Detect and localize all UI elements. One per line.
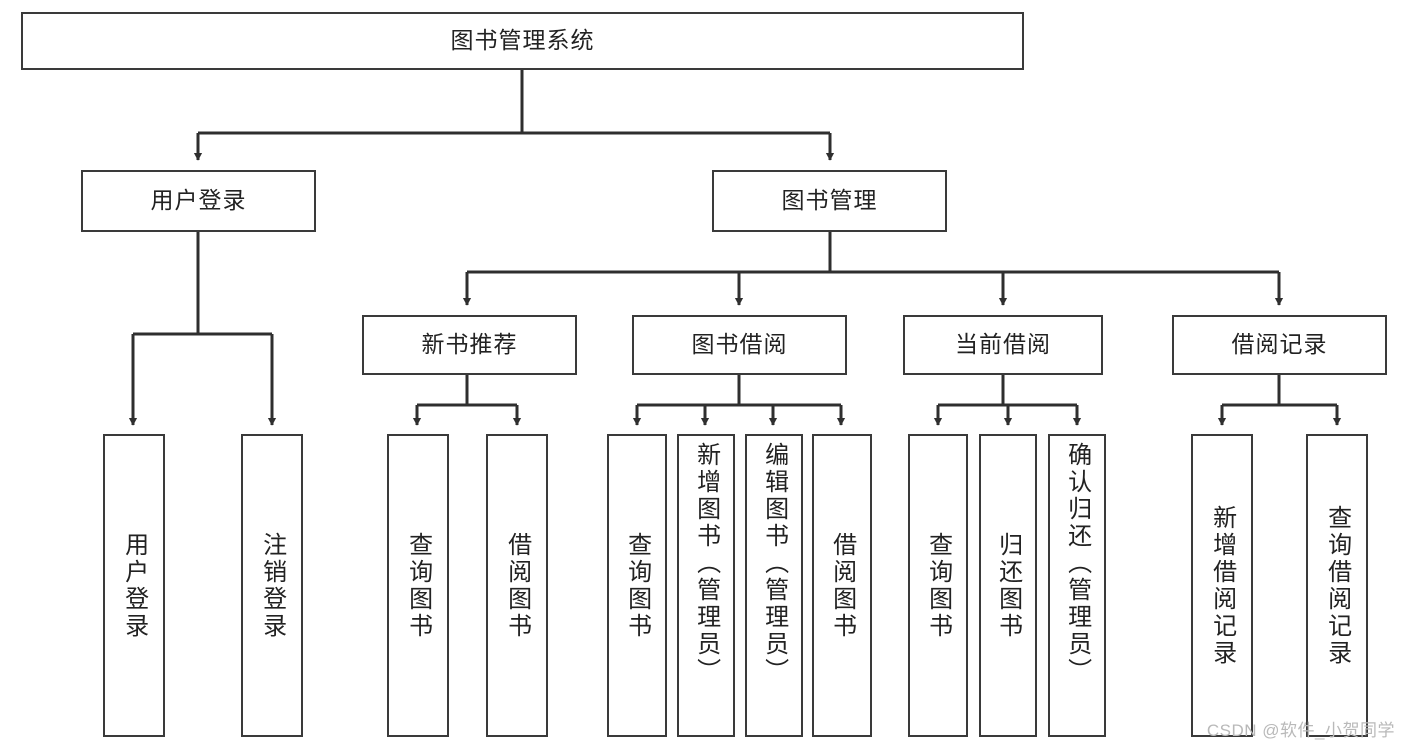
node-borrow-record[interactable]: 借阅记录	[1172, 315, 1387, 375]
leaf-user-login-login[interactable]: 用户登录	[103, 434, 165, 737]
leaf-borrow-record-query[interactable]: 查询借阅记录	[1306, 434, 1368, 737]
leaf-current-borrow-return[interactable]: 归还图书	[979, 434, 1037, 737]
node-label: 归还图书	[994, 531, 1022, 640]
node-label: 当前借阅	[955, 331, 1051, 358]
node-label: 新书推荐	[421, 331, 518, 358]
node-label: 查询图书	[623, 531, 651, 640]
node-current-borrow[interactable]: 当前借阅	[903, 315, 1103, 375]
node-label: 新增图书（管理员）	[692, 442, 720, 685]
leaf-book-borrow-query[interactable]: 查询图书	[607, 434, 667, 737]
node-label: 用户登录	[150, 187, 247, 214]
leaf-new-book-borrow[interactable]: 借阅图书	[486, 434, 548, 737]
node-label: 新增借阅记录	[1208, 504, 1236, 667]
node-label: 借阅图书	[828, 531, 856, 640]
node-root-system[interactable]: 图书管理系统	[21, 12, 1024, 70]
node-label: 图书借阅	[691, 331, 788, 358]
node-label: 用户登录	[120, 531, 148, 640]
node-book-management[interactable]: 图书管理	[712, 170, 947, 232]
node-label: 查询图书	[404, 531, 432, 640]
leaf-user-login-logout[interactable]: 注销登录	[241, 434, 303, 737]
leaf-book-borrow-edit[interactable]: 编辑图书（管理员）	[745, 434, 803, 737]
node-label: 编辑图书（管理员）	[760, 442, 788, 685]
node-label: 查询借阅记录	[1323, 504, 1351, 667]
leaf-borrow-record-add[interactable]: 新增借阅记录	[1191, 434, 1253, 737]
csdn-watermark: CSDN @软件_小贺同学	[1206, 721, 1395, 740]
node-label: 注销登录	[258, 531, 286, 640]
node-label: 图书管理系统	[450, 27, 595, 54]
leaf-current-borrow-query[interactable]: 查询图书	[908, 434, 968, 737]
leaf-new-book-query[interactable]: 查询图书	[387, 434, 449, 737]
leaf-book-borrow-borrow[interactable]: 借阅图书	[812, 434, 872, 737]
leaf-book-borrow-add[interactable]: 新增图书（管理员）	[677, 434, 735, 737]
node-label: 图书管理	[781, 187, 878, 214]
leaf-current-borrow-confirm[interactable]: 确认归还（管理员）	[1048, 434, 1106, 737]
node-book-borrow[interactable]: 图书借阅	[632, 315, 847, 375]
node-label: 借阅图书	[503, 531, 531, 640]
node-user-login[interactable]: 用户登录	[81, 170, 316, 232]
node-label: 确认归还（管理员）	[1063, 442, 1091, 685]
node-label: 查询图书	[924, 531, 952, 640]
node-label: 借阅记录	[1231, 331, 1328, 358]
node-new-book-recommend[interactable]: 新书推荐	[362, 315, 577, 375]
